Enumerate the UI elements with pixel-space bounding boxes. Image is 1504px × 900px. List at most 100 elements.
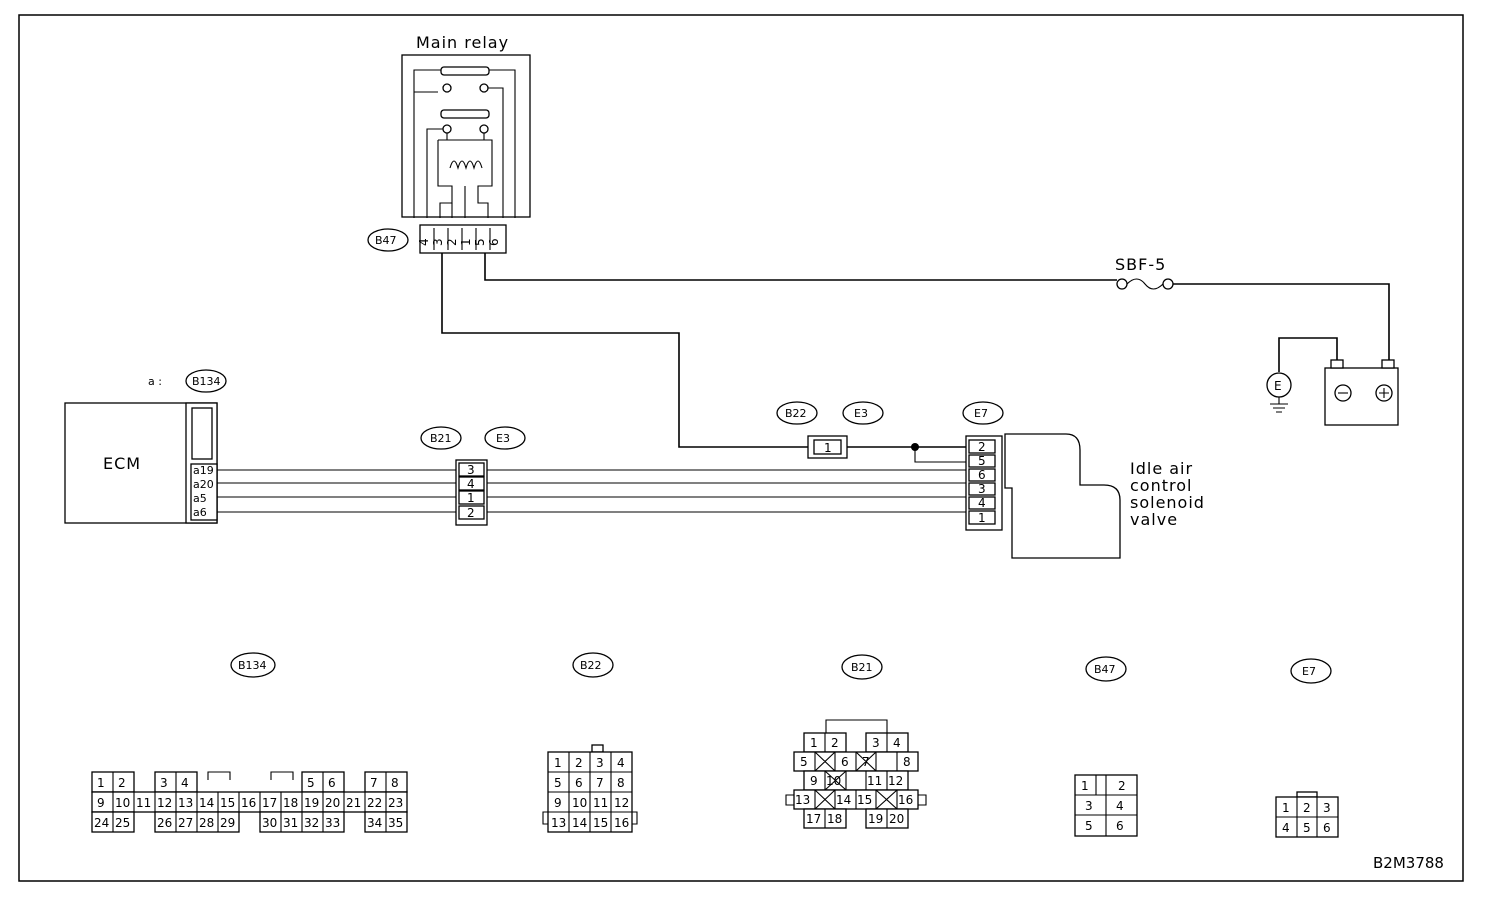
battery: E [1266,337,1399,426]
b47-view-pin: 1 [1081,779,1089,793]
valve-label-line: valve [1130,510,1178,529]
b22-view-pin: 13 [551,816,566,830]
e7-pin-cell [968,468,996,482]
wire-relay-to-fuse [484,253,1117,281]
b22-pin: 1 [824,441,832,455]
e3-tag-text: E3 [496,432,510,445]
relay-pin: 4 [417,238,431,246]
connector-view-b134: B134 1 2 3 4 5 6 7 8 9 10 11 12 13 14 1 [91,652,408,833]
relay-pin-dividers [433,228,491,250]
idle-air-control-valve: E7 2 5 6 3 4 1 Idle air control solenoid… [962,401,1205,559]
e7-view-pin: 6 [1323,821,1331,835]
b22-tag-text: B22 [785,407,807,420]
b134-pin: 8 [391,776,399,790]
b22-view-pin: 4 [617,756,625,770]
b134-pin: 17 [262,796,277,810]
b47-view-pins: 1 2 3 4 5 6 [1081,779,1126,833]
b21-pin-cell [458,476,485,491]
wires-b21-to-e7 [487,469,968,513]
b21-pin-cell [458,505,485,520]
b134-pin: 34 [367,816,382,830]
b134-latches [207,771,294,780]
b22-view-pin: 11 [593,796,608,810]
e7-pin-cell [968,482,996,496]
b21-view-pin: 9 [810,774,818,788]
valve-label-line: solenoid [1130,493,1205,512]
connector-view-e7: E7 1 2 3 4 5 6 [1275,658,1339,838]
relay-pins: 4 3 2 1 5 6 [417,228,501,250]
b134-pin: 11 [136,796,151,810]
b21-view-latch [825,719,888,733]
e7-view-latch [1296,791,1318,798]
e7-view-grid [1276,797,1338,837]
wires [217,253,1390,513]
b22-view-pin: 1 [554,756,562,770]
b21-view-blank-cells [814,751,898,810]
b22-view-pin: 16 [614,816,629,830]
ecm-prefix: a : [148,375,162,388]
b21-view-pin: 18 [827,812,842,826]
b21-view-dividers [824,809,888,828]
diagram-frame [18,14,1464,882]
b22-view-pin: 8 [617,776,625,790]
b22-view-pin: 14 [572,816,587,830]
b22-view-pin: 10 [572,796,587,810]
b21-view-grid [814,752,898,809]
battery-pos-terminal [1381,359,1395,369]
valve-label-line: Idle air [1130,459,1193,478]
harness-connector-b21: B21 E3 3 4 1 2 [420,426,526,526]
b22-view-tag [572,652,614,678]
ecm-pin: a5 [193,492,207,505]
b134-pin: 21 [346,796,361,810]
e7-tag [962,401,1004,425]
b21-pin: 3 [467,463,475,477]
relay-contact-2 [479,83,489,93]
e3-tag-2-text: E3 [854,407,868,420]
b21-pin-cell [458,490,485,505]
b21-view-pin: 4 [893,736,901,750]
b21-view-tag-text: B21 [851,661,873,674]
b134-pin: 1 [97,776,105,790]
fuse-sbf5: SBF-5 [1115,255,1174,290]
b21-view-pin: 12 [888,774,903,788]
b134-row3-dividers [112,812,387,832]
relay-contact-bar-2 [440,109,490,119]
ecm-pin-block [190,463,218,521]
b22-tag [776,401,818,425]
relay-wire-b [426,128,443,218]
b134-pin: 27 [178,816,193,830]
ecm-connector-empty [191,407,213,460]
b134-pin: 16 [241,796,256,810]
connector-view-b22: B22 1 2 3 4 5 6 7 8 9 10 11 12 13 14 15 … [542,652,638,833]
b134-pin: 15 [220,796,235,810]
b21-view-pin: 14 [836,793,851,807]
ground-label: E [1274,379,1282,393]
b21-view-pin: 15 [857,793,872,807]
b134-pin: 18 [283,796,298,810]
main-relay: Main relay 4 3 2 1 5 6 B47 [367,33,531,254]
e7-view-pin: 4 [1282,821,1290,835]
b21-view-pin: 5 [800,755,808,769]
ecm-connector-tag-text: B134 [192,375,221,388]
b47-view-pin: 2 [1118,779,1126,793]
connector-view-b47: B47 1 2 3 4 5 6 [1074,656,1138,837]
b21-view-pins: 1 2 3 4 5 6 7 8 9 10 11 12 13 14 15 16 1… [795,736,913,826]
b134-view-tag [230,652,276,678]
b21-view-pin: 13 [795,793,810,807]
e7-view-pin: 5 [1303,821,1311,835]
b21-view-ears [785,794,927,806]
b21-tag-text: B21 [430,432,452,445]
b22-view-pin: 9 [554,796,562,810]
b134-pin: 33 [325,816,340,830]
relay-connector-tag-text: B47 [375,234,397,247]
b22-view-tag-text: B22 [580,659,602,672]
b21-view-pin: 2 [831,736,839,750]
b21-view-pin: 8 [903,755,911,769]
relay-pin: 3 [431,238,445,246]
e7-view-pin: 2 [1303,801,1311,815]
e7-pin-cell [968,454,996,468]
b21-view-dividers [824,733,888,752]
battery-neg-terminal [1330,359,1344,369]
b134-pin: 26 [157,816,172,830]
